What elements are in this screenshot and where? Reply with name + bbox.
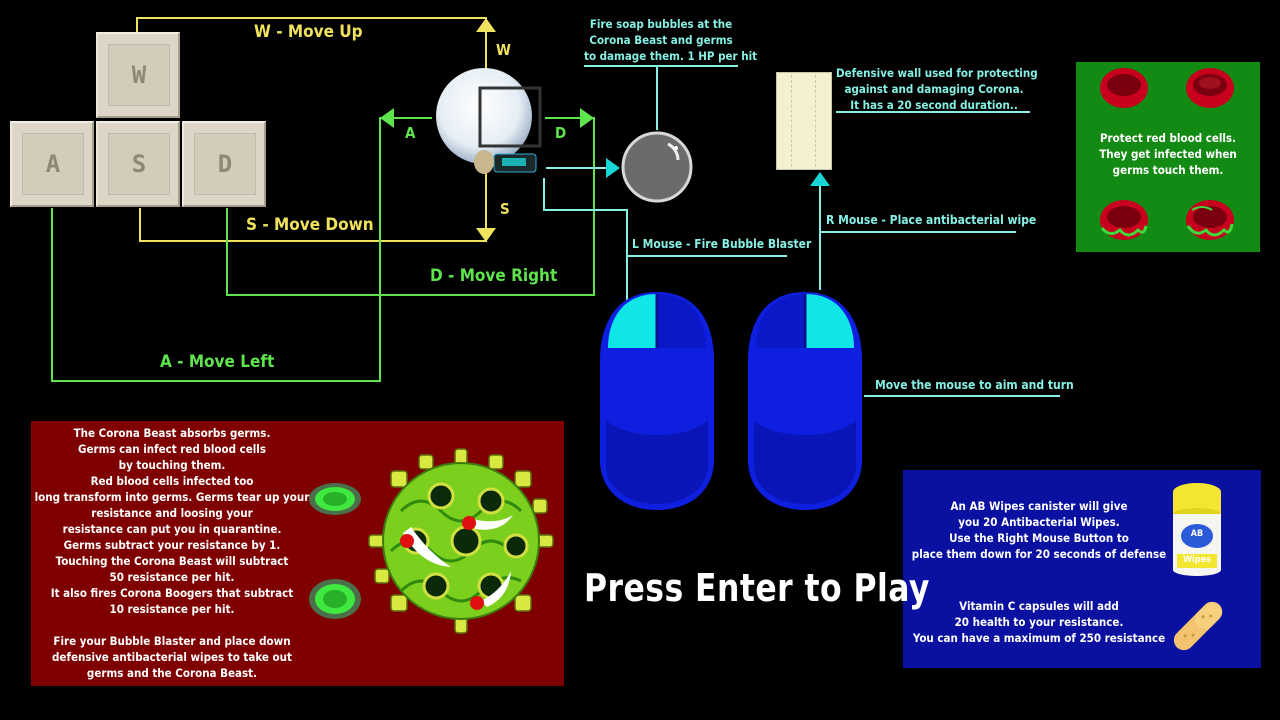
items-panel: An AB Wipes canister will give you 20 An… bbox=[903, 470, 1261, 668]
a-key: A bbox=[10, 121, 94, 207]
w-arrow-label: W bbox=[496, 41, 511, 59]
bubble-info-text: Fire soap bubbles at the Corona Beast an… bbox=[584, 17, 758, 63]
corona-panel-text: The Corona Beast absorbs germs. Germs ca… bbox=[34, 426, 310, 680]
d-arrow-label: D bbox=[555, 124, 567, 142]
s-arrow-label: S bbox=[500, 200, 510, 218]
d-move-label: D - Move Right bbox=[430, 266, 558, 286]
a-arrow-label: A bbox=[405, 124, 416, 142]
mouse-move-label: Move the mouse to aim and turn bbox=[875, 378, 1074, 392]
defensive-wall bbox=[776, 72, 832, 170]
s-move-label: S - Move Down bbox=[246, 215, 374, 235]
rbc-panel-text: Protect red blood cells. They get infect… bbox=[1099, 131, 1237, 177]
s-key: S bbox=[96, 121, 180, 207]
soap-bubble bbox=[620, 130, 694, 204]
left-mouse-diagram bbox=[598, 290, 716, 512]
canister-bottom-label: Wipes bbox=[1183, 555, 1211, 565]
a-move-label: A - Move Left bbox=[160, 352, 275, 372]
s-key-label: S bbox=[108, 133, 170, 195]
wipes-info-text: An AB Wipes canister will give you 20 An… bbox=[911, 499, 1167, 561]
w-key-label: W bbox=[108, 44, 170, 106]
ab-wipes-canister-icon: AB Wipes bbox=[1171, 482, 1223, 578]
blood-cell-icons bbox=[1100, 68, 1234, 240]
d-key: D bbox=[182, 121, 266, 207]
player-character bbox=[432, 66, 547, 181]
press-enter-prompt[interactable]: Press Enter to Play bbox=[584, 566, 930, 610]
corona-beast-panel: The Corona Beast absorbs germs. Germs ca… bbox=[31, 421, 564, 686]
w-key: W bbox=[96, 32, 180, 118]
vitamin-info-text: Vitamin C capsules will add 20 health to… bbox=[912, 599, 1166, 645]
d-key-label: D bbox=[194, 133, 256, 195]
left-mouse-label: L Mouse - Fire Bubble Blaster bbox=[632, 237, 812, 251]
corona-beast-illustration bbox=[309, 448, 554, 634]
a-key-label: A bbox=[22, 133, 84, 195]
canister-top-label: AB bbox=[1190, 529, 1204, 539]
w-move-label: W - Move Up bbox=[254, 22, 363, 42]
red-blood-cell-panel: Protect red blood cells. They get infect… bbox=[1076, 62, 1260, 252]
wall-info-text: Defensive wall used for protecting again… bbox=[836, 66, 1038, 112]
vitamin-c-capsule-icon bbox=[1169, 598, 1227, 654]
right-mouse-diagram bbox=[746, 290, 864, 512]
right-mouse-label: R Mouse - Place antibacterial wipe bbox=[826, 213, 1037, 227]
